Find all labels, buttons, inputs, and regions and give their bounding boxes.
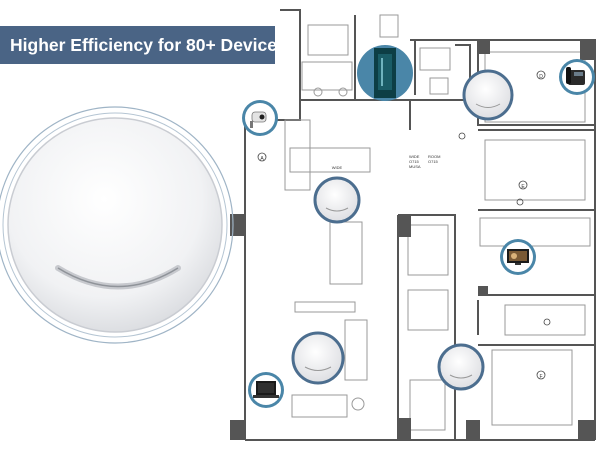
desk-phone-icon (559, 59, 595, 95)
room-code-e: E (521, 184, 525, 190)
smart-speaker-icon (357, 45, 413, 101)
room-tags (257, 70, 551, 380)
room-code-a: A (260, 156, 264, 162)
mini-access-point-4 (437, 343, 485, 391)
plan-wide-label: WIDE (332, 165, 343, 170)
security-camera-icon (242, 100, 278, 136)
mini-access-point-1 (462, 69, 514, 121)
mini-access-point-3 (291, 331, 345, 385)
access-point-icon (0, 106, 234, 344)
room-code-d: D (539, 74, 543, 80)
room-code-f: F (539, 374, 542, 380)
wall-columns (230, 40, 596, 440)
smart-tv-icon (500, 239, 536, 275)
laptop-icon (248, 372, 284, 408)
headline-banner: Higher Efficiency for 80+ Devices (0, 26, 287, 64)
mini-access-point-2 (313, 176, 361, 224)
